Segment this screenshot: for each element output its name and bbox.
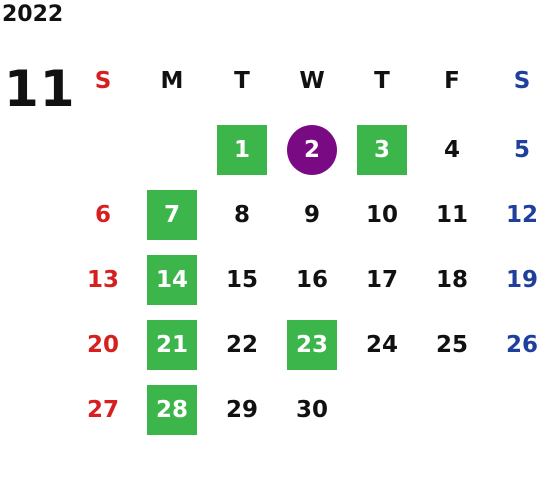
weekday-header-mon: M — [160, 68, 184, 94]
day-cell-20[interactable]: 20 — [86, 332, 119, 358]
day-cell-22[interactable]: 22 — [225, 332, 258, 358]
day-cell-13[interactable]: 13 — [86, 267, 119, 293]
weekday-header-fri: F — [444, 68, 460, 94]
day-cell-28[interactable]: 28 — [147, 385, 197, 435]
weekday-header-sat: S — [513, 68, 531, 94]
day-cell-24[interactable]: 24 — [365, 332, 398, 358]
weekday-header-sun: S — [94, 68, 112, 94]
day-cell-30[interactable]: 30 — [295, 397, 328, 423]
day-cell-19[interactable]: 19 — [505, 267, 538, 293]
day-cell-8[interactable]: 8 — [233, 202, 250, 228]
day-cell-18[interactable]: 18 — [435, 267, 468, 293]
year-label: 2022 — [2, 2, 64, 27]
day-cell-11[interactable]: 11 — [435, 202, 468, 228]
day-cell-17[interactable]: 17 — [365, 267, 398, 293]
day-cell-29[interactable]: 29 — [225, 397, 258, 423]
day-cell-2[interactable]: 2 — [287, 125, 337, 175]
day-cell-16[interactable]: 16 — [295, 267, 328, 293]
month-label: 11 — [4, 60, 76, 118]
day-cell-7[interactable]: 7 — [147, 190, 197, 240]
weekday-header-thu: T — [374, 68, 390, 94]
day-cell-25[interactable]: 25 — [435, 332, 468, 358]
day-cell-23[interactable]: 23 — [287, 320, 337, 370]
day-cell-21[interactable]: 21 — [147, 320, 197, 370]
day-cell-6[interactable]: 6 — [94, 202, 111, 228]
day-cell-27[interactable]: 27 — [86, 397, 119, 423]
day-cell-14[interactable]: 14 — [147, 255, 197, 305]
day-cell-3[interactable]: 3 — [357, 125, 407, 175]
day-cell-15[interactable]: 15 — [225, 267, 258, 293]
day-cell-26[interactable]: 26 — [505, 332, 538, 358]
weekday-header-wed: W — [299, 68, 325, 94]
day-cell-12[interactable]: 12 — [505, 202, 538, 228]
day-cell-9[interactable]: 9 — [303, 202, 320, 228]
day-cell-1[interactable]: 1 — [217, 125, 267, 175]
day-cell-10[interactable]: 10 — [365, 202, 398, 228]
day-cell-5[interactable]: 5 — [513, 137, 530, 163]
weekday-header-tue: T — [234, 68, 250, 94]
day-cell-4[interactable]: 4 — [443, 137, 460, 163]
